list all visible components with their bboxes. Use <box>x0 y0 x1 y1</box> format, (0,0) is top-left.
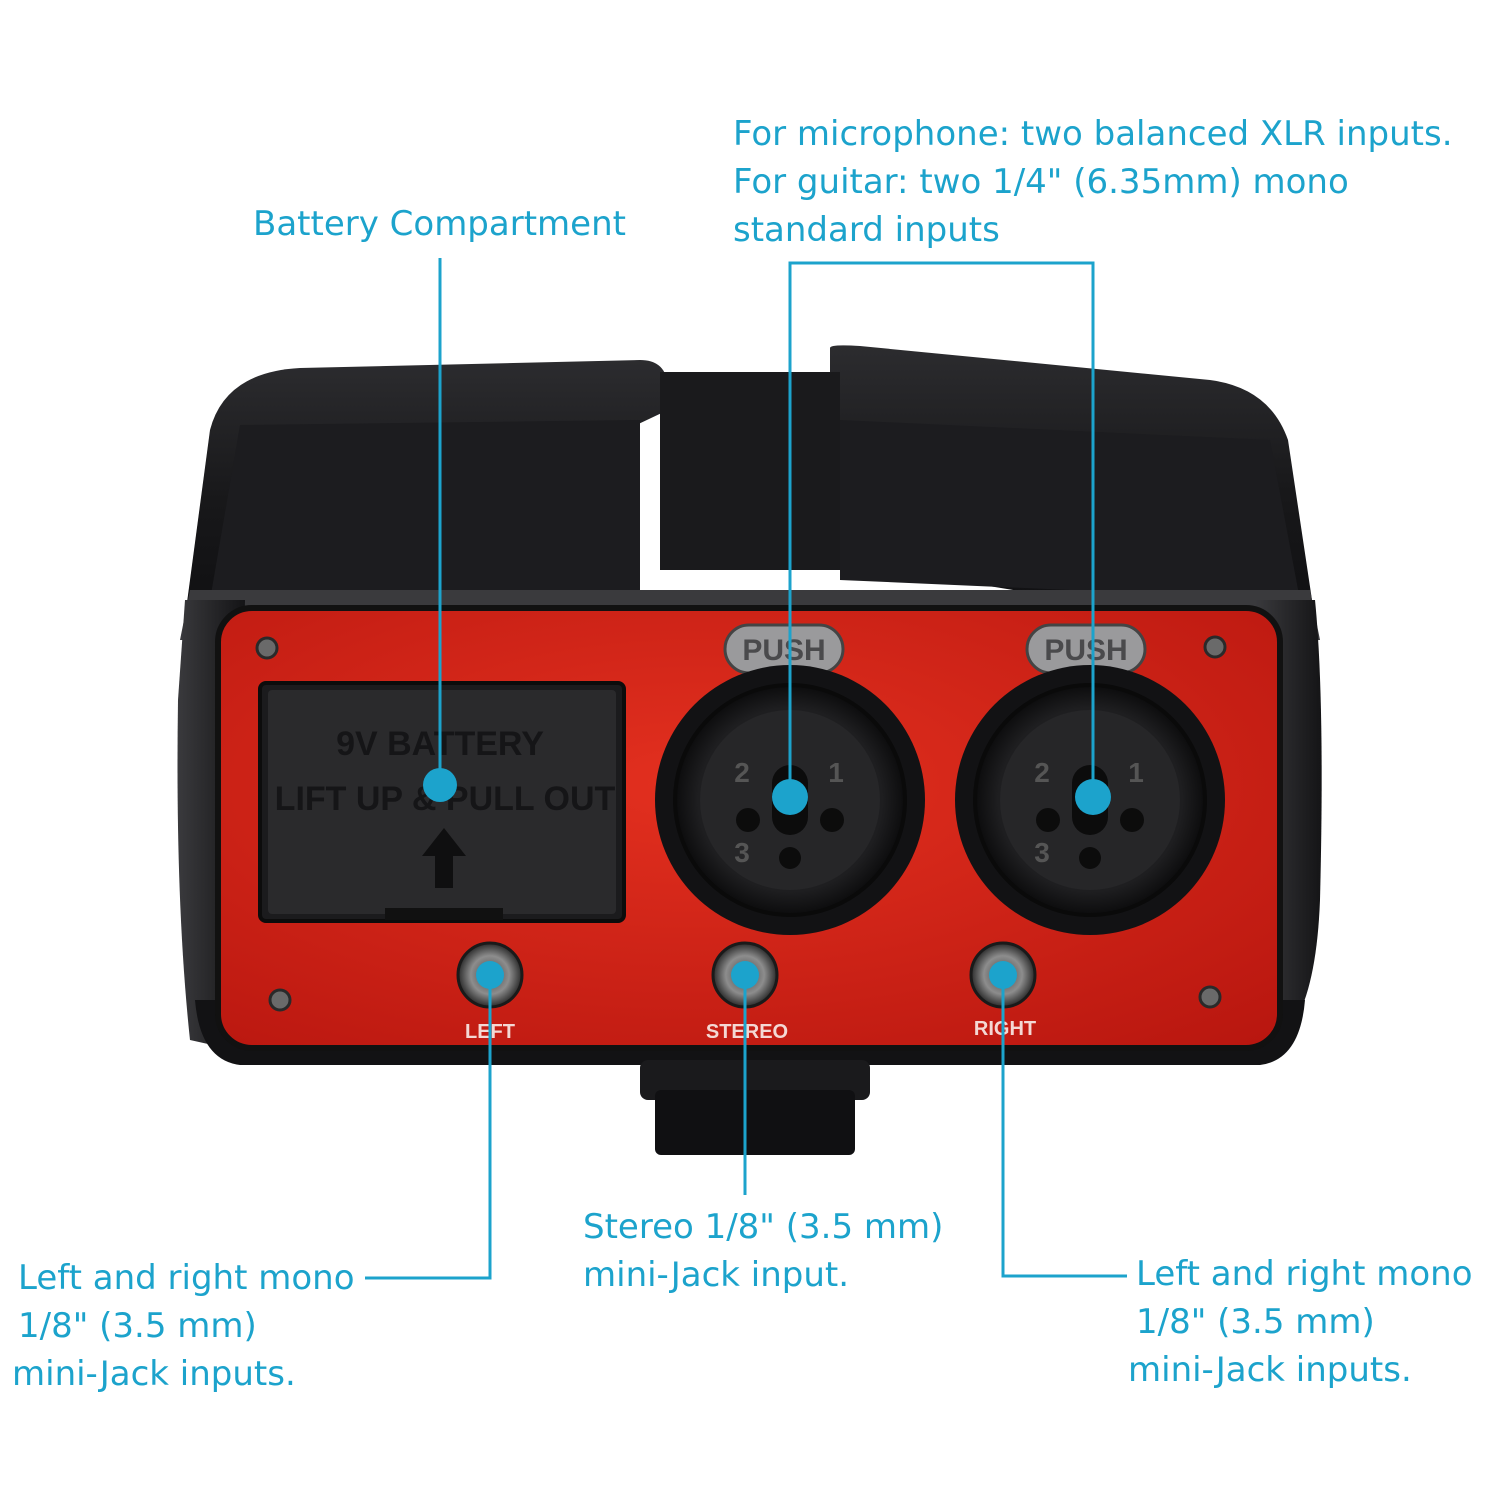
xlr-pin-1: 1 <box>1128 757 1144 788</box>
stereo-annotation-line-2: mini-Jack input. <box>583 1255 850 1295</box>
xlr-annotation-line-1: For microphone: two balanced XLR inputs. <box>733 114 1453 154</box>
left-mono-annotation-line-2: 1/8" (3.5 mm) <box>18 1306 257 1346</box>
right-mono-annotation: Left and right mono 1/8" (3.5 mm) mini-J… <box>1128 1250 1473 1394</box>
up-arrow-icon <box>422 828 466 888</box>
right-mono-annotation-line-3: mini-Jack inputs. <box>1128 1350 1412 1390</box>
xlr-combo-jack-right[interactable]: PUSH 2 1 3 <box>955 623 1225 935</box>
callout-dot-battery <box>423 768 457 802</box>
push-label: PUSH <box>742 634 825 667</box>
right-mono-annotation-line-2: 1/8" (3.5 mm) <box>1136 1302 1375 1342</box>
xlr-pin-3: 3 <box>1034 837 1050 868</box>
battery-annotation: Battery Compartment <box>253 200 626 248</box>
xlr-annotation: For microphone: two balanced XLR inputs.… <box>733 110 1453 254</box>
callout-line-xlr <box>788 261 1095 797</box>
callout-line-right-jack <box>1001 975 1127 1278</box>
left-mono-annotation: Left and right mono 1/8" (3.5 mm) mini-J… <box>12 1254 355 1398</box>
xlr-combo-jack-left[interactable]: PUSH 2 1 3 <box>655 623 925 935</box>
push-label: PUSH <box>1044 634 1127 667</box>
jack-right-label: RIGHT <box>974 1018 1036 1040</box>
xlr-pin-2: 2 <box>734 757 750 788</box>
battery-compartment[interactable]: 9V BATTERY LIFT UP & PULL OUT <box>258 681 626 923</box>
xlr-pin-3: 3 <box>734 837 750 868</box>
left-mono-annotation-line-1: Left and right mono <box>18 1258 355 1298</box>
callout-line-left-jack <box>365 975 492 1280</box>
panel-screws <box>255 635 1227 1012</box>
xlr-annotation-line-2: For guitar: two 1/4" (6.35mm) mono <box>733 162 1349 202</box>
xlr-pin-2: 2 <box>1034 757 1050 788</box>
xlr-annotation-line-3: standard inputs <box>733 210 1000 250</box>
left-mono-annotation-line-3: mini-Jack inputs. <box>12 1354 296 1394</box>
stereo-annotation: Stereo 1/8" (3.5 mm) mini-Jack input. <box>583 1203 943 1299</box>
right-mono-annotation-line-1: Left and right mono <box>1136 1254 1473 1294</box>
stereo-annotation-line-1: Stereo 1/8" (3.5 mm) <box>583 1207 944 1247</box>
battery-annotation-line-1: Battery Compartment <box>253 204 626 244</box>
xlr-pin-1: 1 <box>828 757 844 788</box>
jack-stereo-label: STEREO <box>706 1021 788 1043</box>
callout-lines <box>365 258 1127 1280</box>
